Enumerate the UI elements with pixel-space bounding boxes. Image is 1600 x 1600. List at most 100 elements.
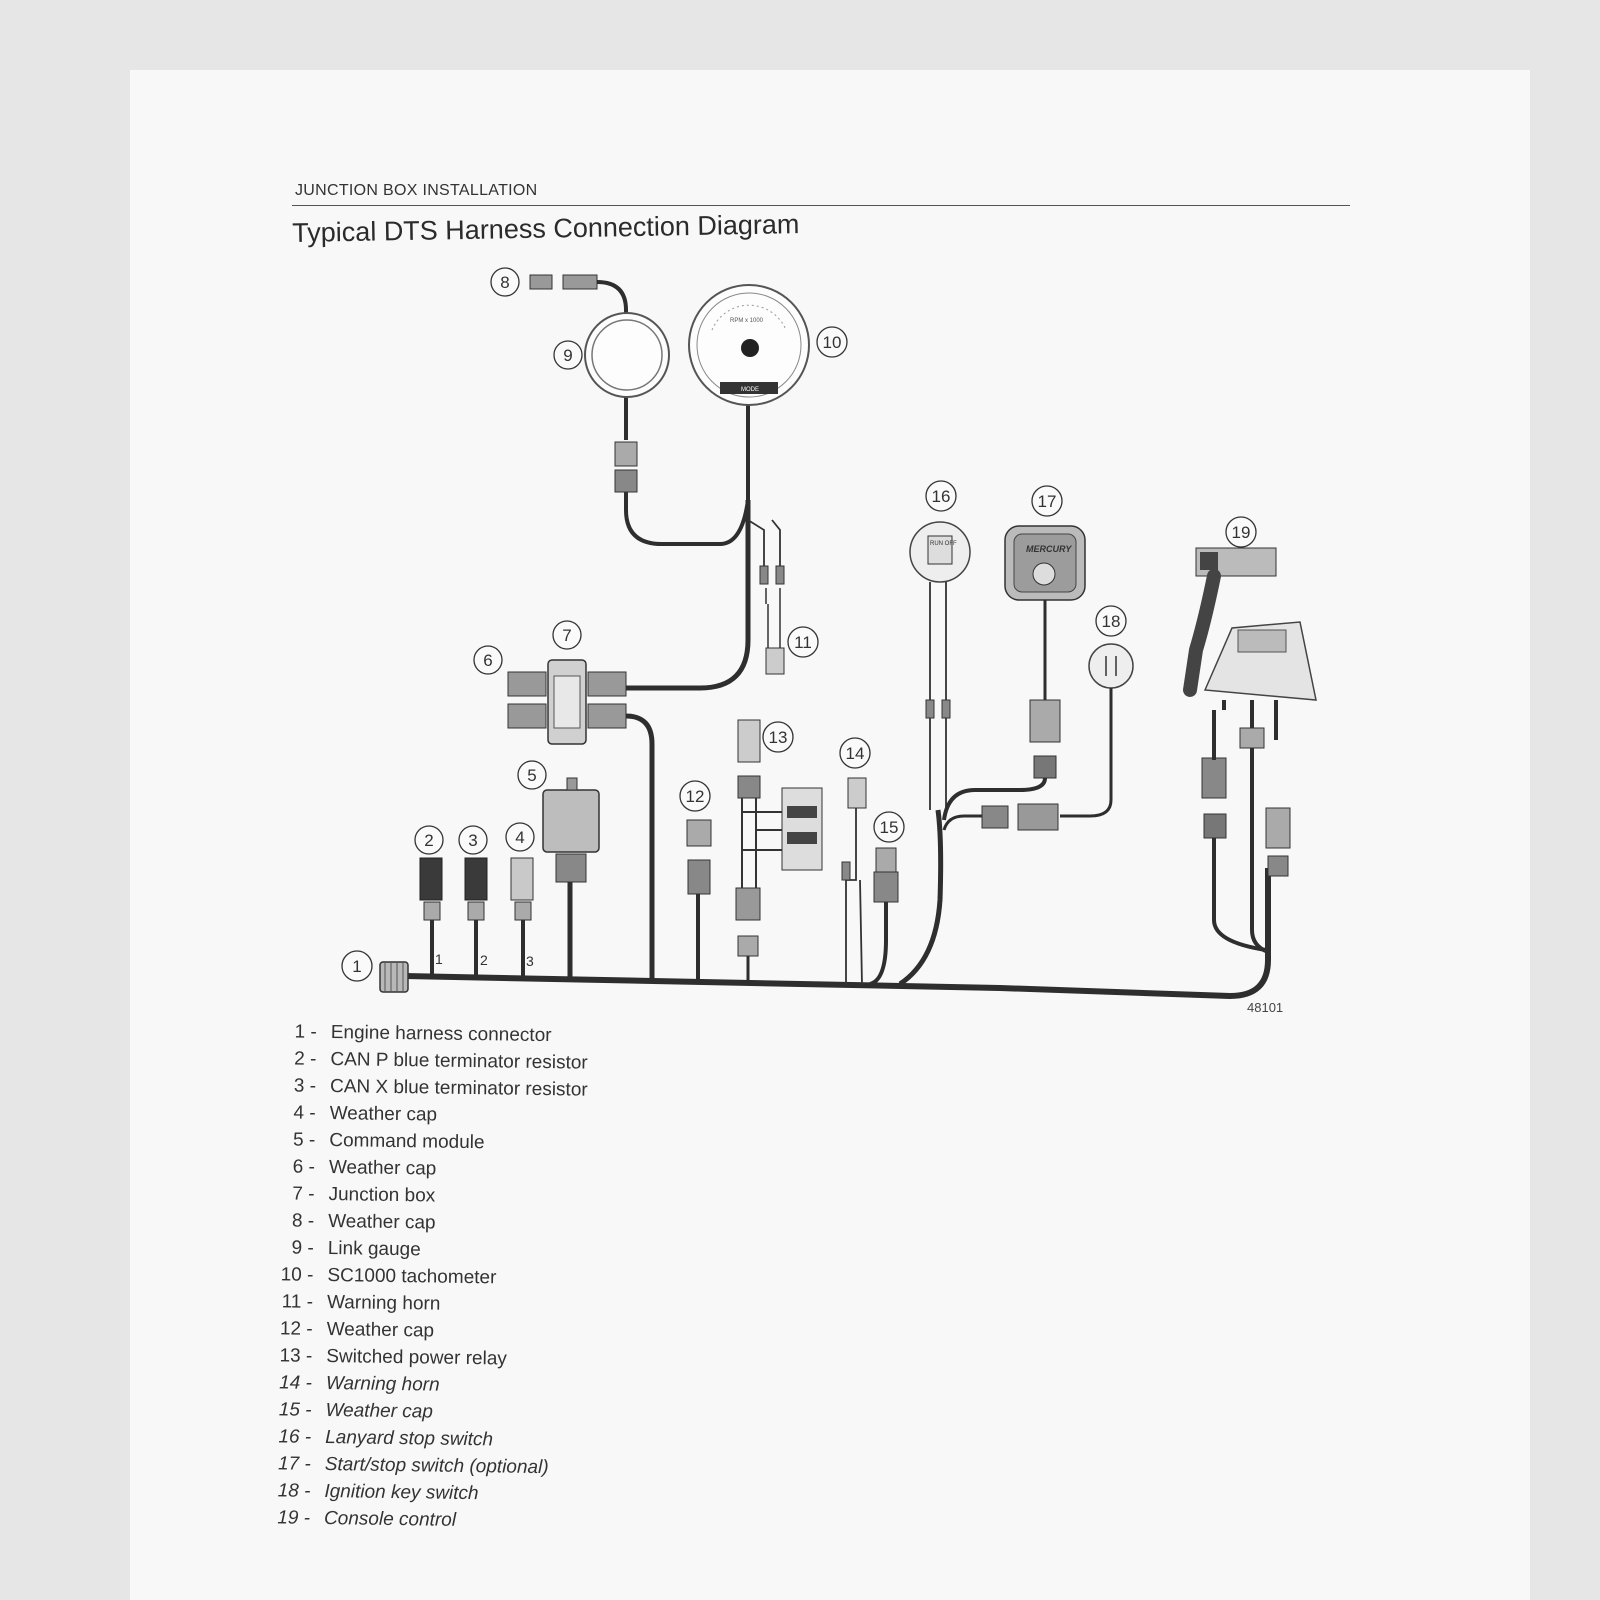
legend-number: 14 - [279, 1371, 313, 1394]
callout-17: 17 [1031, 485, 1063, 517]
legend-label: Weather cap [329, 1102, 438, 1126]
legend-label: Start/stop switch (optional) [324, 1453, 549, 1478]
junction-box [507, 659, 627, 745]
svg-text:12: 12 [686, 787, 705, 806]
svg-text:10: 10 [823, 333, 842, 352]
callout-2: 2 [414, 825, 444, 855]
figure-number: 48101 [1247, 1000, 1284, 1015]
weather-cap-12 [686, 819, 712, 983]
callout-3: 3 [458, 825, 488, 855]
link-gauge [584, 312, 670, 398]
callout-6: 6 [473, 645, 503, 675]
tach-dial-text: RPM x 1000 [730, 318, 764, 324]
junction-to-tach-wire [626, 500, 751, 691]
callout-15: 15 [873, 811, 905, 843]
junction-to-trunk-wire [625, 713, 655, 980]
legend-label: Command module [329, 1129, 485, 1153]
legend-number: 19 - [277, 1506, 311, 1529]
callout-4: 4 [505, 822, 535, 852]
legend-label: Ignition key switch [324, 1480, 479, 1504]
legend-label: Switched power relay [326, 1345, 508, 1370]
callout-10: 10 [816, 326, 848, 358]
legend-label: Weather cap [328, 1156, 437, 1180]
inline-connector-upper [614, 441, 638, 467]
legend-number: 10 - [280, 1263, 314, 1286]
section-header: JUNCTION BOX INSTALLATION [295, 182, 538, 199]
console-control [1183, 547, 1317, 954]
legend-number: 12 - [279, 1317, 313, 1340]
ignition-key-switch [942, 643, 1134, 831]
warning-horn-14 [841, 777, 867, 986]
svg-text:17: 17 [1038, 492, 1057, 511]
header-rule [292, 205, 1350, 206]
legend-number: 13 - [279, 1344, 313, 1367]
legend-label: Junction box [328, 1183, 436, 1207]
command-module [542, 777, 600, 980]
svg-text:15: 15 [880, 818, 899, 837]
legend-label: SC1000 tachometer [327, 1264, 497, 1288]
inline-connector-lower [614, 469, 638, 493]
callout-1: 1 [341, 950, 373, 982]
paper-sheet [130, 70, 1530, 1600]
wire-label-1: 1 [435, 951, 443, 967]
legend-number: 16 - [278, 1425, 312, 1448]
legend-number: 17 - [277, 1452, 311, 1475]
legend-number: 18 - [277, 1479, 311, 1502]
legend-label: Weather cap [328, 1210, 436, 1234]
svg-text:4: 4 [515, 828, 524, 847]
svg-text:1: 1 [352, 957, 361, 976]
tach-mode-button: MODE [741, 387, 759, 393]
startstop-brand-text: MERCURY [1026, 544, 1072, 554]
lanyard-stop-switch [898, 521, 971, 987]
svg-text:7: 7 [562, 626, 571, 645]
legend-number: 15 - [278, 1398, 312, 1421]
legend-label: CAN X blue terminator resistor [329, 1075, 588, 1101]
legend-number: 11 - [281, 1290, 314, 1313]
svg-text:13: 13 [769, 728, 788, 747]
wire-label-2: 2 [480, 952, 488, 968]
callout-5: 5 [517, 760, 547, 790]
legend-number: 9 - [291, 1237, 314, 1259]
legend: 1 - Engine harness connector 2 - CAN P blu… [248, 1018, 775, 1538]
legend-number: 7 - [292, 1183, 315, 1205]
callout-11: 11 [787, 626, 819, 658]
legend-label: Warning horn [326, 1291, 441, 1315]
callout-12: 12 [679, 780, 711, 812]
wire-label-3: 3 [526, 953, 534, 969]
legend-number: 5 - [292, 1129, 316, 1151]
switched-power-relay [735, 719, 823, 985]
svg-text:14: 14 [846, 744, 865, 763]
legend-number: 8 - [291, 1210, 315, 1232]
main-harness-wire [404, 868, 1271, 1000]
weather-cap-8 [529, 274, 598, 290]
callout-14: 14 [839, 737, 871, 769]
weather-cap-15 [869, 847, 899, 986]
svg-text:2: 2 [424, 831, 433, 850]
legend-label: Link gauge [327, 1237, 421, 1260]
callout-7: 7 [552, 620, 582, 650]
svg-text:16: 16 [932, 487, 951, 506]
svg-text:8: 8 [500, 273, 509, 292]
legend-label: Weather cap [325, 1399, 434, 1423]
callout-16: 16 [925, 480, 957, 512]
sc1000-tachometer: MODE [688, 284, 810, 406]
legend-label: CAN P blue terminator resistor [330, 1048, 588, 1074]
link-gauge-wire [596, 280, 750, 546]
legend-label: Console control [323, 1507, 457, 1531]
lanyard-switch-text: RUN OFF [930, 541, 957, 547]
legend-label: Warning horn [325, 1372, 440, 1396]
callout-19: 19 [1225, 516, 1257, 548]
legend-number: 1 - [294, 1021, 317, 1043]
legend-number: 2 - [294, 1048, 317, 1070]
svg-text:5: 5 [527, 766, 536, 785]
svg-text:3: 3 [468, 831, 477, 850]
svg-text:19: 19 [1232, 523, 1251, 542]
legend-label: Engine harness connector [330, 1021, 552, 1046]
legend-number: 6 - [292, 1156, 316, 1178]
callout-8: 8 [490, 267, 520, 297]
callout-13: 13 [762, 721, 794, 753]
legend-label: Weather cap [326, 1318, 435, 1342]
svg-text:9: 9 [563, 346, 572, 365]
terminator-resistor-branches [419, 857, 534, 978]
